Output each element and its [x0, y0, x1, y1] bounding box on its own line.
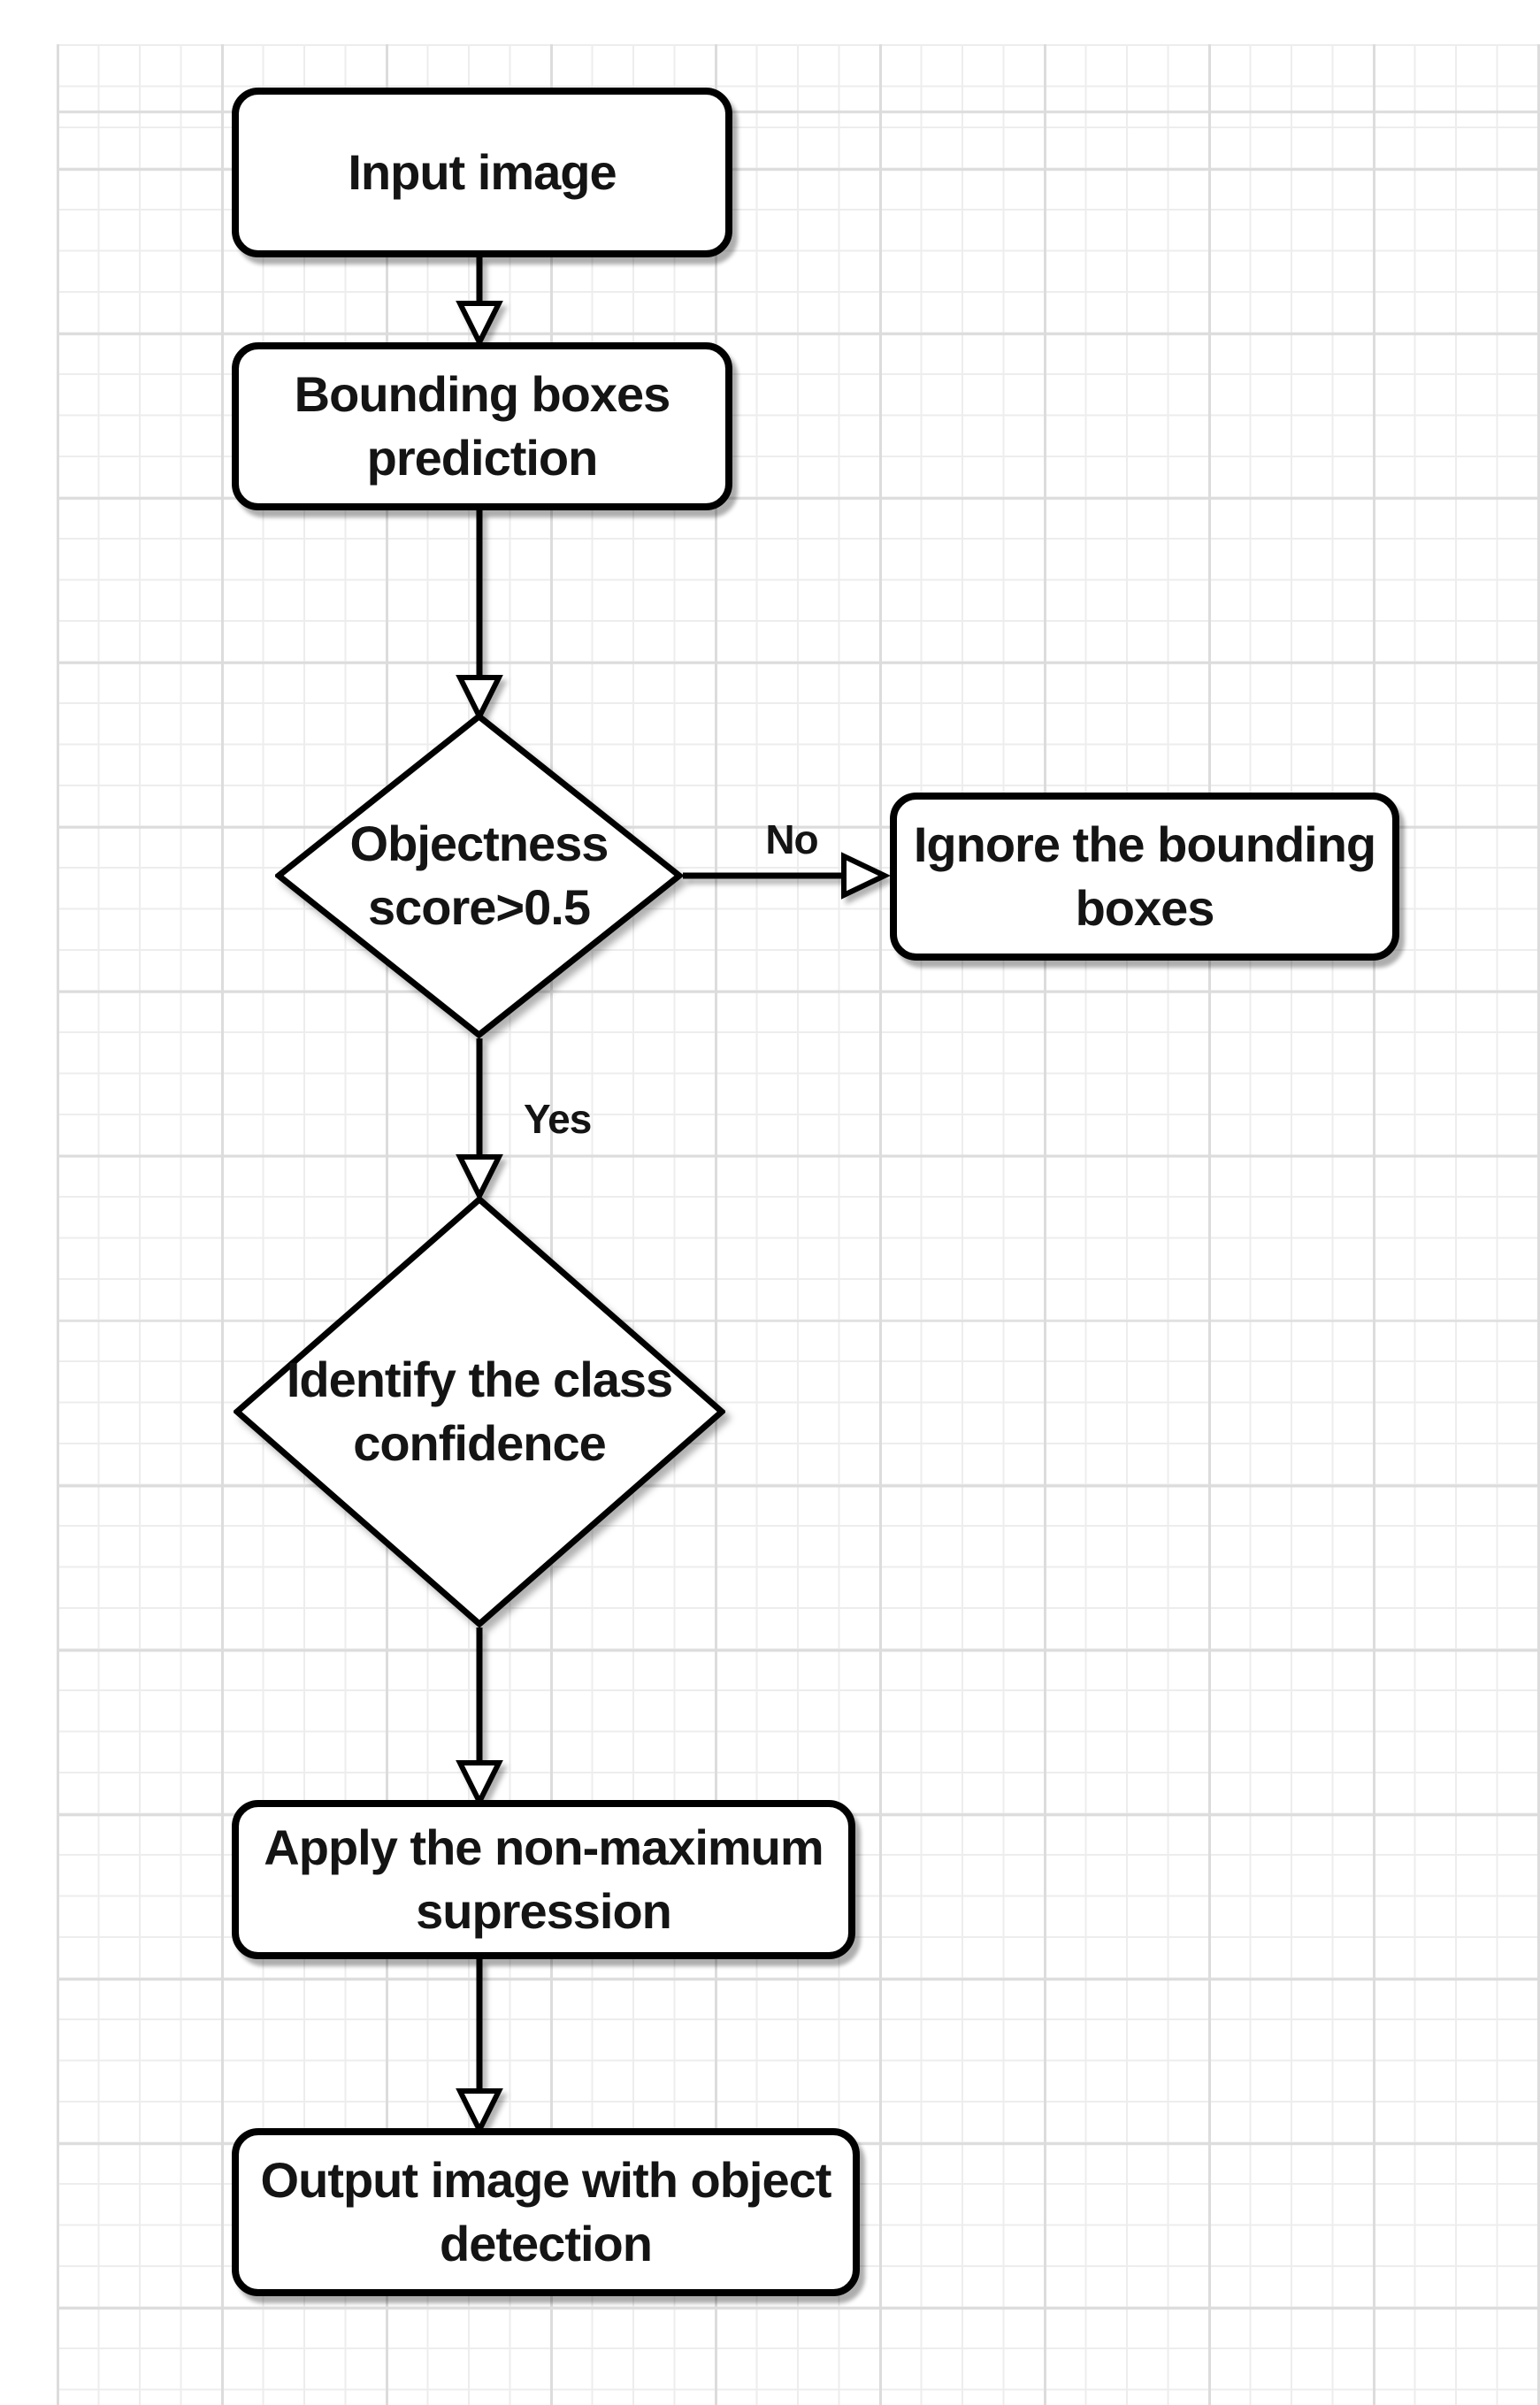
arrowhead-down-icon	[456, 1154, 503, 1202]
node-label: Bounding boxes prediction	[294, 366, 671, 486]
node-output-image: Output image with object detection	[232, 2128, 860, 2296]
edge-label-no: No	[765, 816, 818, 862]
node-label: Objectness score>0.5	[349, 816, 609, 935]
node-label: Apply the non-maximum supression	[264, 1819, 824, 1939]
node-non-maximum-supression: Apply the non-maximum supression	[232, 1800, 855, 1959]
node-ignore-bounding-boxes: Ignore the bounding boxes	[890, 793, 1399, 961]
diamond-shape	[234, 1196, 725, 1628]
node-label: Identify the class confidence	[286, 1352, 673, 1471]
node-label: Output image with object detection	[260, 2152, 832, 2271]
arrowhead-down-icon	[456, 301, 503, 348]
arrowhead-right-icon	[841, 852, 891, 900]
node-label: Ignore the bounding boxes	[913, 816, 1376, 936]
node-input-image: Input image	[232, 88, 732, 257]
edge-label-yes: Yes	[524, 1096, 592, 1142]
diamond-shape	[275, 713, 683, 1038]
node-label: Input image	[348, 144, 617, 200]
decision-identify-class-confidence: Identify the class confidence	[234, 1196, 725, 1628]
arrowhead-down-icon	[456, 1760, 503, 1808]
arrowhead-down-icon	[456, 2088, 503, 2136]
node-bounding-boxes-prediction: Bounding boxes prediction	[232, 342, 732, 510]
decision-objectness-score: Objectness score>0.5	[275, 713, 683, 1038]
arrowhead-down-icon	[456, 675, 503, 723]
